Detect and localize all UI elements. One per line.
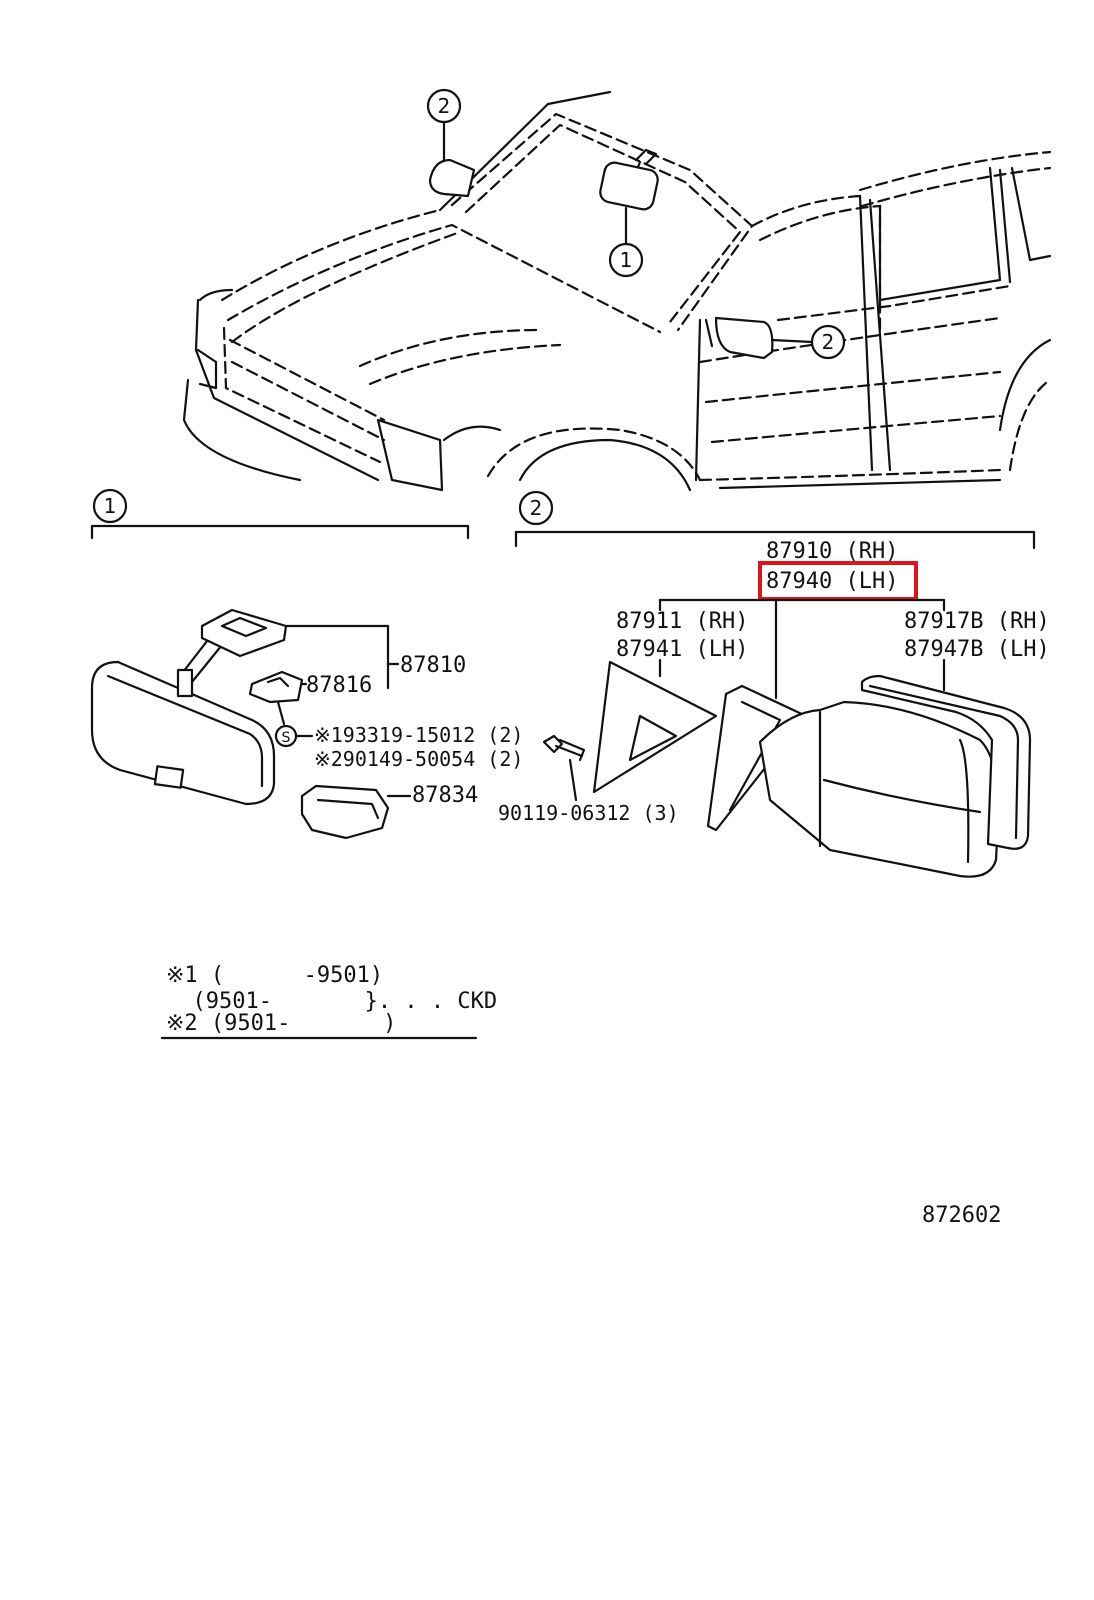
applicability-notes: ※1 ( -9501) (9501- }. . . CKD ※2 (9501- … — [160, 963, 497, 1040]
figure-number: 872602 — [922, 1203, 1001, 1228]
label-87940-lh: 87940 (LH) — [766, 569, 898, 594]
callout-2-top: 2 — [426, 88, 462, 162]
svg-text:1: 1 — [620, 248, 633, 272]
label-87917b-rh: 87917B (RH) — [904, 609, 1050, 634]
label-87910-rh: 87910 (RH) — [766, 539, 898, 564]
vehicle-outline — [182, 90, 1052, 492]
svg-text:2: 2 — [438, 94, 451, 118]
label-87911-rh: 87911 (RH) — [616, 609, 748, 634]
section-2-header: 2 — [514, 490, 1036, 550]
svg-text:2: 2 — [822, 330, 835, 354]
svg-text:S: S — [282, 730, 291, 746]
exterior-mirror-lh-on-vehicle — [428, 158, 476, 198]
inner-mirror-assembly: S — [90, 608, 412, 840]
label-87947b-lh: 87947B (LH) — [904, 637, 1050, 662]
note-line-3: ※2 (9501- ) — [166, 1011, 396, 1036]
label-290149-50054: ※290149-50054 (2) — [314, 747, 523, 771]
note-line-2: (9501- }. . . CKD — [166, 989, 497, 1014]
exterior-mirror-rh-on-vehicle — [704, 316, 774, 360]
label-87816: 87816 — [306, 673, 372, 698]
label-87834: 87834 — [412, 783, 478, 808]
svg-text:2: 2 — [530, 496, 543, 520]
leader-87940 — [658, 598, 946, 700]
interior-mirror-on-vehicle — [599, 148, 659, 211]
label-90119-06312: 90119-06312 (3) — [498, 801, 679, 825]
label-87941-lh: 87941 (LH) — [616, 637, 748, 662]
callout-2-door: 2 — [770, 324, 846, 360]
callout-1-windshield: 1 — [608, 206, 644, 278]
note-line-1: ※1 ( -9501) — [166, 963, 383, 988]
label-193319-15012: ※193319-15012 (2) — [314, 723, 523, 747]
section-1-header: 1 — [90, 488, 470, 540]
outer-mirror-assembly — [542, 658, 1032, 878]
svg-text:1: 1 — [104, 494, 117, 518]
label-87810: 87810 — [400, 653, 466, 678]
